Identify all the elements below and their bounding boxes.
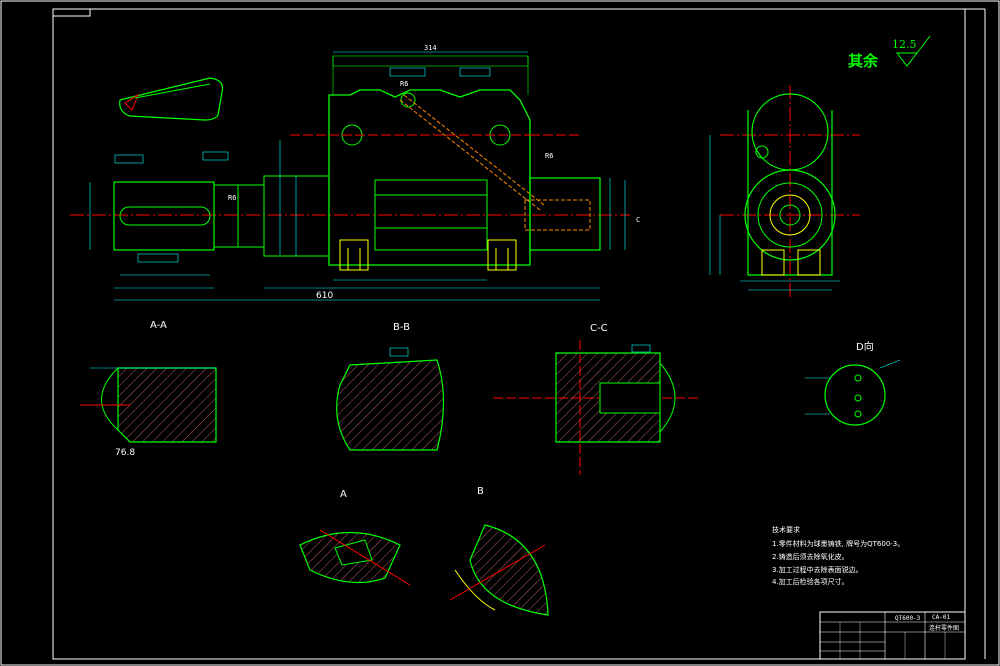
title-block-drawing-no: CA-01 [932, 614, 950, 621]
tech-req-title: 技术要求 [772, 525, 800, 534]
section-mark-c: C [636, 216, 640, 224]
detail-b [449, 524, 549, 616]
radius-r6-c: R6 [228, 194, 236, 202]
section-cc-label: C-C [590, 323, 608, 334]
detail-a-label: A [340, 489, 347, 500]
detail-b-label: B [477, 486, 484, 497]
title-block-part-name: 连杆零件图 [929, 624, 959, 632]
side-view [709, 85, 860, 300]
radius-r6-a: R6 [400, 80, 408, 88]
title-block-material: QT600-3 [895, 615, 921, 622]
tech-req-item-3: 3.加工过程中去除表面锐边。 [772, 565, 863, 574]
top-dim: 314 [424, 44, 437, 52]
section-bb-label: B-B [393, 322, 410, 333]
section-bb [336, 347, 445, 451]
dim-76-8: 76.8 [115, 448, 135, 458]
tech-req-item-2: 2.铸造后须去除氧化皮。 [772, 552, 849, 561]
tech-req-item-1: 1.零件材料为球墨铸铁, 牌号为QT600-3。 [772, 539, 904, 548]
section-cc [493, 340, 700, 475]
overall-length-dim: 610 [316, 291, 333, 301]
tech-requirements: 技术要求 1.零件材料为球墨铸铁, 牌号为QT600-3。 2.铸造后须去除氧化… [772, 525, 904, 586]
d-view [805, 359, 901, 426]
title-block: QT600-3 CA-01 连杆零件图 [819, 611, 966, 660]
iso-sketch [119, 77, 224, 121]
corner-mark [52, 8, 91, 17]
front-view: 610 314 R6 R6 R6 C [70, 44, 640, 301]
detail-a [299, 529, 411, 586]
inner-frame [52, 8, 966, 660]
section-aa: 76.8 [80, 367, 217, 458]
roughness-symbol: 其余 12.5 [848, 35, 931, 70]
tech-req-item-4: 4.加工后检验各项尺寸。 [772, 577, 849, 586]
roughness-label: 其余 [848, 52, 879, 70]
roughness-value: 12.5 [892, 38, 917, 51]
d-view-label: D向 [856, 340, 874, 353]
section-aa-label: A-A [150, 320, 167, 331]
radius-r6-b: R6 [545, 152, 553, 160]
